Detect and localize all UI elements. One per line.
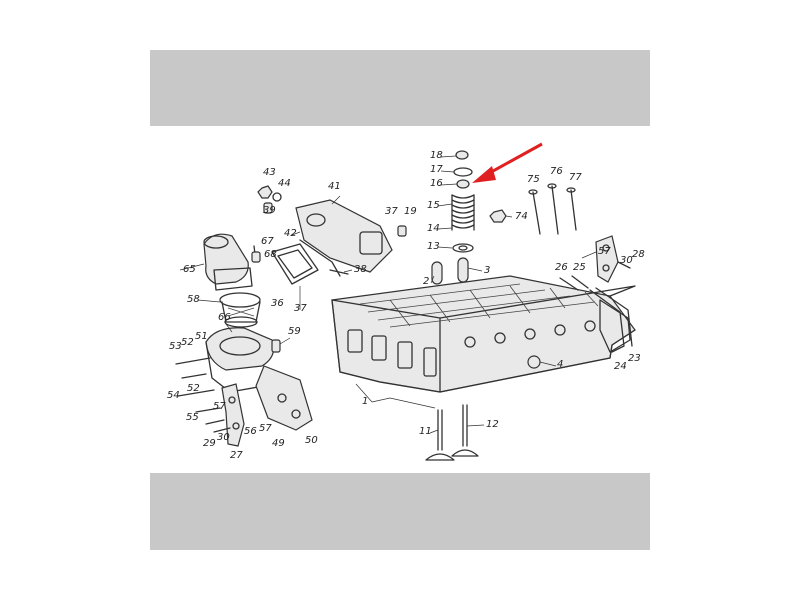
manifold-41 bbox=[295, 199, 393, 277]
part-label-77: 77 bbox=[569, 172, 582, 183]
bolts-left bbox=[175, 357, 231, 433]
plug-59 bbox=[271, 339, 281, 353]
part-label-14: 14 bbox=[427, 223, 440, 234]
part-number-labels: 1234111213141516171819232425262728293030… bbox=[167, 150, 645, 461]
tappet-3 bbox=[457, 257, 469, 283]
part-label-3: 3 bbox=[484, 265, 490, 276]
elbow-pipe-65 bbox=[203, 233, 253, 291]
part-label-11: 11 bbox=[419, 426, 432, 437]
part-label-51: 51 bbox=[195, 331, 208, 342]
part-label-2: 2 bbox=[423, 276, 429, 287]
lifting-bracket-27 bbox=[221, 383, 245, 447]
part-label-27: 27 bbox=[230, 450, 243, 461]
part-label-59: 59 bbox=[288, 326, 301, 337]
part-label-44: 44 bbox=[278, 178, 291, 189]
part-label-13: 13 bbox=[427, 241, 440, 252]
thermostat-housing-66 bbox=[205, 327, 275, 393]
part-label-56: 56 bbox=[244, 426, 257, 437]
part-label-57: 57 bbox=[598, 246, 611, 257]
part-label-28: 28 bbox=[632, 249, 645, 260]
stud-39 bbox=[263, 202, 273, 214]
part-label-30b: 30 bbox=[620, 255, 633, 266]
part-label-26: 26 bbox=[555, 262, 568, 273]
part-label-1: 1 bbox=[362, 396, 368, 407]
part-label-75: 75 bbox=[527, 174, 540, 185]
part-label-54: 54 bbox=[167, 390, 180, 401]
washer-44 bbox=[272, 192, 282, 202]
leader-lines bbox=[179, 155, 597, 434]
part-label-67: 67 bbox=[261, 236, 274, 247]
part-label-18: 18 bbox=[430, 150, 443, 161]
cylinder-head-block bbox=[331, 275, 636, 393]
red-pointer-arrow bbox=[472, 142, 543, 183]
part-label-42: 42 bbox=[284, 228, 297, 239]
bolts-25-26 bbox=[559, 275, 589, 291]
stud-37-19 bbox=[397, 225, 407, 237]
part-label-29: 29 bbox=[203, 438, 216, 449]
part-label-57b: 57 bbox=[213, 401, 226, 412]
part-label-17: 17 bbox=[430, 164, 443, 175]
part-label-25: 25 bbox=[573, 262, 586, 273]
gasket-36-37 bbox=[271, 243, 319, 285]
part-label-19: 19 bbox=[404, 206, 417, 217]
part-label-74: 74 bbox=[515, 211, 528, 222]
part-label-36: 36 bbox=[271, 298, 284, 309]
bolt-38 bbox=[329, 269, 349, 275]
studs-75-77 bbox=[528, 183, 577, 235]
part-label-58: 58 bbox=[187, 294, 200, 305]
part-label-55: 55 bbox=[186, 412, 199, 423]
part-label-52b: 52 bbox=[187, 383, 200, 394]
part-label-16: 16 bbox=[430, 178, 443, 189]
bottom-gray-band bbox=[150, 473, 650, 550]
part-label-37: 37 bbox=[294, 303, 307, 314]
part-label-50: 50 bbox=[305, 435, 318, 446]
part-label-15: 15 bbox=[427, 200, 440, 211]
valve-12 bbox=[451, 404, 479, 457]
part-label-23: 23 bbox=[628, 353, 641, 364]
part-label-52: 52 bbox=[181, 337, 194, 348]
thermostat-58 bbox=[219, 292, 261, 328]
part-label-38: 38 bbox=[354, 264, 367, 275]
gasket-23-24 bbox=[589, 287, 633, 353]
part-label-65: 65 bbox=[183, 264, 196, 275]
part-label-66: 66 bbox=[218, 312, 231, 323]
part-label-4: 4 bbox=[557, 359, 563, 370]
part-label-37b: 37 bbox=[385, 206, 398, 217]
lifting-bracket-right bbox=[595, 235, 631, 283]
part-label-43: 43 bbox=[263, 167, 276, 178]
top-gray-band bbox=[150, 50, 650, 126]
part-label-24: 24 bbox=[614, 361, 627, 372]
part-label-76: 76 bbox=[550, 166, 563, 177]
part-label-57c: 57 bbox=[259, 423, 272, 434]
bolts-67-68 bbox=[251, 245, 261, 263]
part-label-39: 39 bbox=[263, 205, 276, 216]
part-label-49: 49 bbox=[272, 438, 285, 449]
part-label-53: 53 bbox=[169, 341, 182, 352]
nut-43 bbox=[257, 185, 273, 199]
part-label-41: 41 bbox=[328, 181, 341, 192]
part-label-68: 68 bbox=[264, 249, 277, 260]
part-label-30: 30 bbox=[217, 432, 230, 443]
bracket-49-50 bbox=[255, 365, 313, 431]
tappet-2 bbox=[431, 261, 443, 285]
nut-74 bbox=[489, 209, 507, 223]
valve-spring-stack bbox=[451, 150, 475, 253]
part-label-12: 12 bbox=[486, 419, 499, 430]
